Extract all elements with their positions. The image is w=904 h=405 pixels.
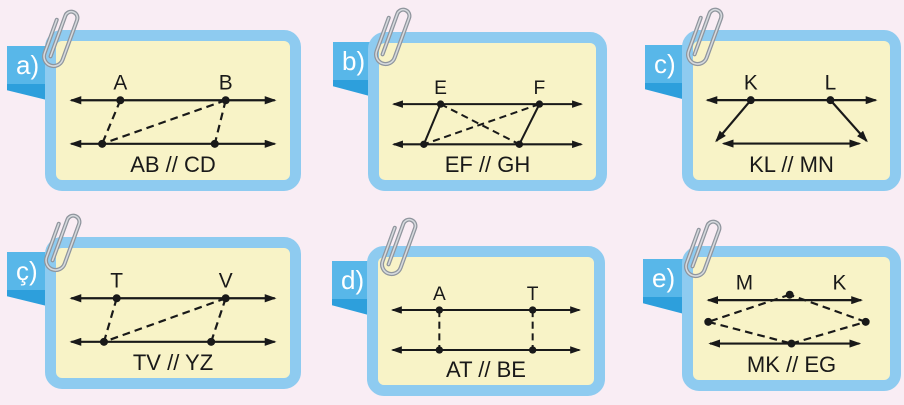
diagram-d: A T (391, 284, 581, 354)
point-dot (785, 291, 794, 300)
transversal-arrow (829, 99, 868, 143)
diagram-c-cedilla: T V (69, 269, 277, 347)
dashed-segment (707, 321, 792, 346)
dashed-segment (789, 294, 867, 324)
vertex-label: K (833, 272, 847, 295)
card-c-cedilla: T V TV // YZ (45, 237, 301, 389)
point-dot (221, 96, 230, 105)
dashed-segment (210, 297, 227, 343)
point-dot (112, 294, 121, 303)
paperclip-icon (44, 213, 82, 273)
vertex-label: V (219, 269, 233, 292)
point-dot (535, 100, 544, 109)
point-dot (116, 96, 125, 105)
point-dot (99, 337, 108, 346)
point-dot (528, 346, 537, 354)
tab-b-label: b) (342, 45, 366, 76)
vertex-label: B (219, 71, 233, 94)
caption-c: KL // MN (749, 152, 834, 177)
point-dot (515, 140, 524, 149)
tab-d-label: d) (341, 264, 365, 295)
vertex-label: E (434, 78, 447, 99)
card-e: M K MK // EG (682, 246, 901, 391)
vertex-label: A (113, 71, 127, 94)
point-dot (704, 318, 713, 327)
solid-segment (518, 103, 541, 146)
diagram-b: E F (392, 78, 583, 149)
point-dot (861, 318, 870, 327)
dashed-segment (707, 294, 791, 324)
tab-e: e) (643, 259, 688, 297)
tab-c-label: c) (654, 48, 676, 79)
dashed-segment (440, 103, 520, 146)
paperclip-icon (686, 7, 724, 67)
tab-c-cedilla-label: ç) (16, 255, 38, 286)
vertex-label: M (736, 272, 753, 295)
tab-a-label: a) (16, 49, 40, 80)
point-dot (528, 306, 537, 314)
dashed-segment (101, 99, 122, 145)
point-dot (207, 337, 216, 346)
point-dot (98, 139, 107, 148)
caption-c-cedilla: TV // YZ (132, 350, 214, 375)
vertex-label: T (110, 269, 123, 292)
card-b: E F EF // GH (368, 32, 607, 191)
vertex-label: L (825, 72, 837, 95)
vertex-label: K (744, 72, 758, 95)
dashed-segment (101, 99, 227, 145)
card-d: A T AT // BE (367, 246, 605, 396)
card-a: A B AB // CD (45, 30, 301, 191)
vertex-label: T (527, 284, 539, 305)
point-dot (787, 339, 796, 348)
dashed-segment (102, 298, 118, 343)
dashed-segment (791, 321, 867, 345)
solid-segment (422, 104, 442, 146)
point-dot (210, 139, 219, 148)
point-dot (746, 96, 755, 105)
point-dot (435, 306, 444, 314)
caption-a: AB // CD (130, 152, 216, 177)
caption-d: AT // BE (446, 357, 526, 382)
paperclip-icon (380, 217, 418, 277)
vertex-label: F (534, 78, 546, 99)
point-dot (221, 294, 230, 303)
paperclip-icon (684, 219, 722, 279)
diagram-c: K L (705, 72, 878, 149)
caption-b: EF // GH (444, 152, 531, 177)
diagram-a: A B (69, 71, 277, 149)
point-dot (435, 346, 444, 354)
point-dot (420, 140, 428, 149)
point-dot (436, 100, 445, 109)
caption-e: MK // EG (746, 352, 837, 377)
diagram-e: M K (704, 272, 870, 349)
card-c: K L KL // MN (682, 30, 901, 191)
dashed-segment (213, 100, 227, 145)
dashed-segment (103, 297, 227, 343)
point-dot (826, 96, 835, 105)
vertex-label: A (433, 284, 446, 305)
paperclip-icon (42, 9, 80, 69)
transversal-arrow (715, 99, 752, 143)
paperclip-icon (374, 7, 412, 67)
dashed-segment (423, 103, 540, 146)
tab-e-label: e) (652, 262, 676, 293)
